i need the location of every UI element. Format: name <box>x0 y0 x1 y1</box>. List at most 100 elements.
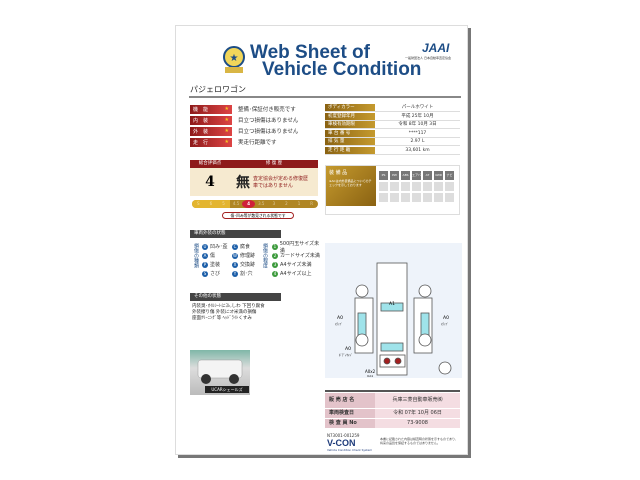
equipment-slot-empty <box>412 182 421 191</box>
rating-row: 外 装 ★ 目立つ損傷はありません <box>190 126 318 136</box>
score-header: 総合評価点 <box>198 161 222 166</box>
rating-row: 走 行★実走行距離です <box>190 137 318 147</box>
damage-code: W <box>232 252 238 259</box>
dealer-key: 車両検査日 <box>325 409 375 418</box>
equipment-title: 装 備 品 <box>329 170 348 176</box>
rating-category: 外 装 <box>193 128 209 135</box>
size-code: 1 <box>272 243 278 250</box>
rating-text: 整備･保証付き販売です <box>238 107 296 113</box>
damage-code: A <box>202 252 208 259</box>
scale-step: 3 <box>272 201 276 206</box>
damage-type-text: 傷 <box>210 253 216 259</box>
scale-step: R <box>310 201 314 206</box>
rating-label: 外 装 ★ <box>190 126 232 136</box>
other-condition-line: 内装臭･ｵｲﾙｼｰﾄにｽﾚ,しわ 下回り腐食 <box>192 304 265 309</box>
equipment-item: エアバッグ <box>412 171 421 180</box>
spec-row: 車検有効期限令和 8年 10月 3日 <box>325 121 460 129</box>
damage-type-text: さび <box>210 271 221 277</box>
rating-row: 機 能★ 整備･保証付き販売です <box>190 104 318 114</box>
spec-key: 車検有効期限 <box>325 121 375 128</box>
rating-row: 内 装★目立つ損傷はありません <box>190 115 318 125</box>
scale-step: S <box>192 200 205 208</box>
car-name: パジェロワゴン <box>190 85 246 94</box>
diagram-sub-left: ｽﾃｯﾌﾟ <box>335 322 343 326</box>
repair-mark: 無 <box>236 175 250 191</box>
size-code: 2 <box>272 252 278 259</box>
damage-code: Y <box>232 270 238 277</box>
damage-code: X <box>232 261 238 268</box>
scale-step: 1 <box>297 201 301 206</box>
spec-row: 初度登録年月平成 25年 10月 <box>325 112 460 121</box>
spec-key: ボディカラー <box>325 104 375 111</box>
spec-value: 33,601 km <box>405 147 430 153</box>
star-icon: ★ <box>224 139 229 145</box>
scale-step: 4 <box>242 200 255 208</box>
damage-type-text: 腐食 <box>240 244 251 250</box>
damage-code: S <box>202 270 208 277</box>
footer-brand: V-CON <box>327 438 356 448</box>
diagram-label-body: A0 <box>345 347 351 352</box>
rating-category: 機 能 <box>193 106 209 113</box>
spec-key: 走 行 距 離 <box>325 146 375 154</box>
scale-step: 6 <box>204 200 218 208</box>
size-code: 3 <box>272 261 278 268</box>
title-line1: Web Sheet of <box>250 42 370 63</box>
equipment-note: ※ACは内外装備品についてのチェックを示しております <box>329 179 372 187</box>
spec-key: 初度登録年月 <box>325 112 375 120</box>
damage-size-text: 500円玉サイズ未満 <box>279 240 320 254</box>
size-code: 4 <box>272 270 278 277</box>
equipment-item: AT <box>423 171 432 180</box>
equipment-slot-empty <box>434 193 443 202</box>
vcon-logo: ★ <box>222 45 246 75</box>
damage-code: U <box>202 243 208 250</box>
damage-size-text: A4サイズ以上 <box>280 271 312 277</box>
score-box: 総合評価点 修 復 歴 4 無 査定協会が定める修復歴車ではありません <box>190 160 318 196</box>
equipment-slot-empty <box>434 182 443 191</box>
damage-type-text: 凹み･歪 <box>210 244 228 250</box>
equipment-item: ナビ <box>445 171 454 180</box>
rating-text: 目立つ損傷はありません <box>238 118 299 124</box>
dealer-value: 令和 07年 10月 06日 <box>393 410 442 416</box>
footer-brand-sub: Vehicle Condition Check System <box>327 448 373 452</box>
diagram-sub-body: ﾎﾞﾃﾞｨｻｲﾄﾞ <box>339 353 353 357</box>
scale-step: 3.5 <box>258 201 265 206</box>
footer-code: N73001-001259 <box>327 433 360 438</box>
equipment-slot-empty <box>445 182 454 191</box>
rating-label: 機 能★ <box>190 104 232 114</box>
footer-disclaimer: 本書に記載された内容は検査時の状態を示すものであり、将来の品質を保証するものでは… <box>380 437 458 445</box>
diagram-label-right: A0 <box>443 316 449 321</box>
other-header: その他の状態 <box>190 293 320 301</box>
rating-category: 走 行 <box>193 139 209 146</box>
damage-size-text: カードサイズ未満 <box>280 253 320 259</box>
dealer-key: 検 査 員 No <box>325 419 375 428</box>
diagram-label-left: A0 <box>337 316 343 321</box>
score-note: 傷･凹み等が散見される状態です <box>222 212 294 219</box>
dealer-value: 73-9008 <box>407 420 428 426</box>
diagram-sub-rear: UA1 <box>367 374 374 378</box>
scale-step: 2 <box>285 201 288 206</box>
damage-type-text: 割･穴 <box>240 271 253 277</box>
star-icon: ★ <box>224 117 229 123</box>
equipment-item: PW <box>390 171 399 180</box>
damage-header: 車両外装の状態 <box>190 230 320 238</box>
equipment-slot-empty <box>401 193 410 202</box>
equipment-item: 4WD <box>434 171 443 180</box>
equipment-slot-empty <box>390 193 399 202</box>
star-icon: ★ <box>224 128 229 134</box>
equipment-slot-empty <box>445 193 454 202</box>
rating-text: 目立つ損傷はありません <box>238 129 299 135</box>
dealer-divider <box>325 390 460 392</box>
spec-row: 走 行 距 離 33,601 km <box>325 146 460 155</box>
other-condition-line: 座面ｸﾘｰﾆﾝｸﾞ等 ﾍｯﾄﾞﾗｲﾄくすみ <box>192 316 252 321</box>
equipment-slot-empty <box>390 182 399 191</box>
